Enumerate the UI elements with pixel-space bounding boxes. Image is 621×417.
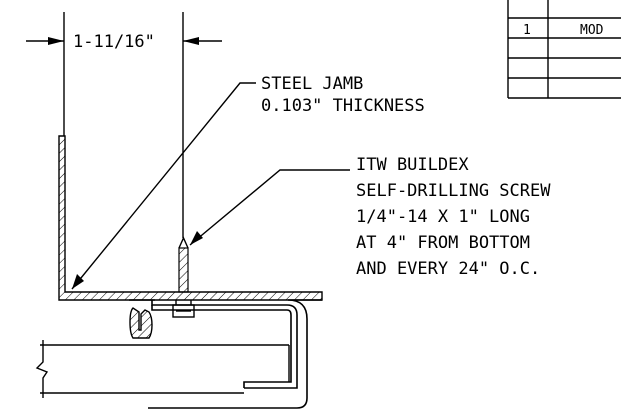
leader-steel-jamb xyxy=(71,82,256,290)
callout-screw-line4: AT 4" FROM BOTTOM xyxy=(356,233,530,253)
leader-screw xyxy=(189,169,350,246)
callout-screw: ITW BUILDEX SELF-DRILLING SCREW 1/4"-14 … xyxy=(356,155,551,279)
callout-screw-line1: ITW BUILDEX xyxy=(356,155,469,175)
self-drilling-screw xyxy=(172,236,195,318)
revision-table: 1 MOD xyxy=(507,0,621,99)
leader-arrow-icon xyxy=(190,231,203,245)
callout-steel-jamb: STEEL JAMB 0.103" THICKNESS xyxy=(261,74,425,116)
dimension-arrow-left-icon xyxy=(48,37,64,45)
dimension-label: 1-11/16" xyxy=(73,32,155,52)
callout-jamb-line2: 0.103" THICKNESS xyxy=(261,96,425,116)
dimension-1-11-16: 1-11/16" xyxy=(26,12,222,238)
callout-screw-line2: SELF-DRILLING SCREW xyxy=(356,181,551,201)
callout-jamb-line1: STEEL JAMB xyxy=(261,74,363,94)
callout-screw-line3: 1/4"-14 X 1" LONG xyxy=(356,207,530,227)
callout-screw-line5: AND EVERY 24" O.C. xyxy=(356,259,540,279)
leader-arrow-icon xyxy=(72,274,84,289)
gasket xyxy=(129,299,155,339)
revision-number: 1 xyxy=(523,23,531,38)
break-line-icon xyxy=(35,340,49,398)
door-panel xyxy=(35,340,290,398)
frame-flange xyxy=(148,299,322,409)
dimension-arrow-right-icon xyxy=(183,37,199,45)
steel-jamb xyxy=(58,135,323,301)
revision-description: MOD xyxy=(580,23,604,38)
